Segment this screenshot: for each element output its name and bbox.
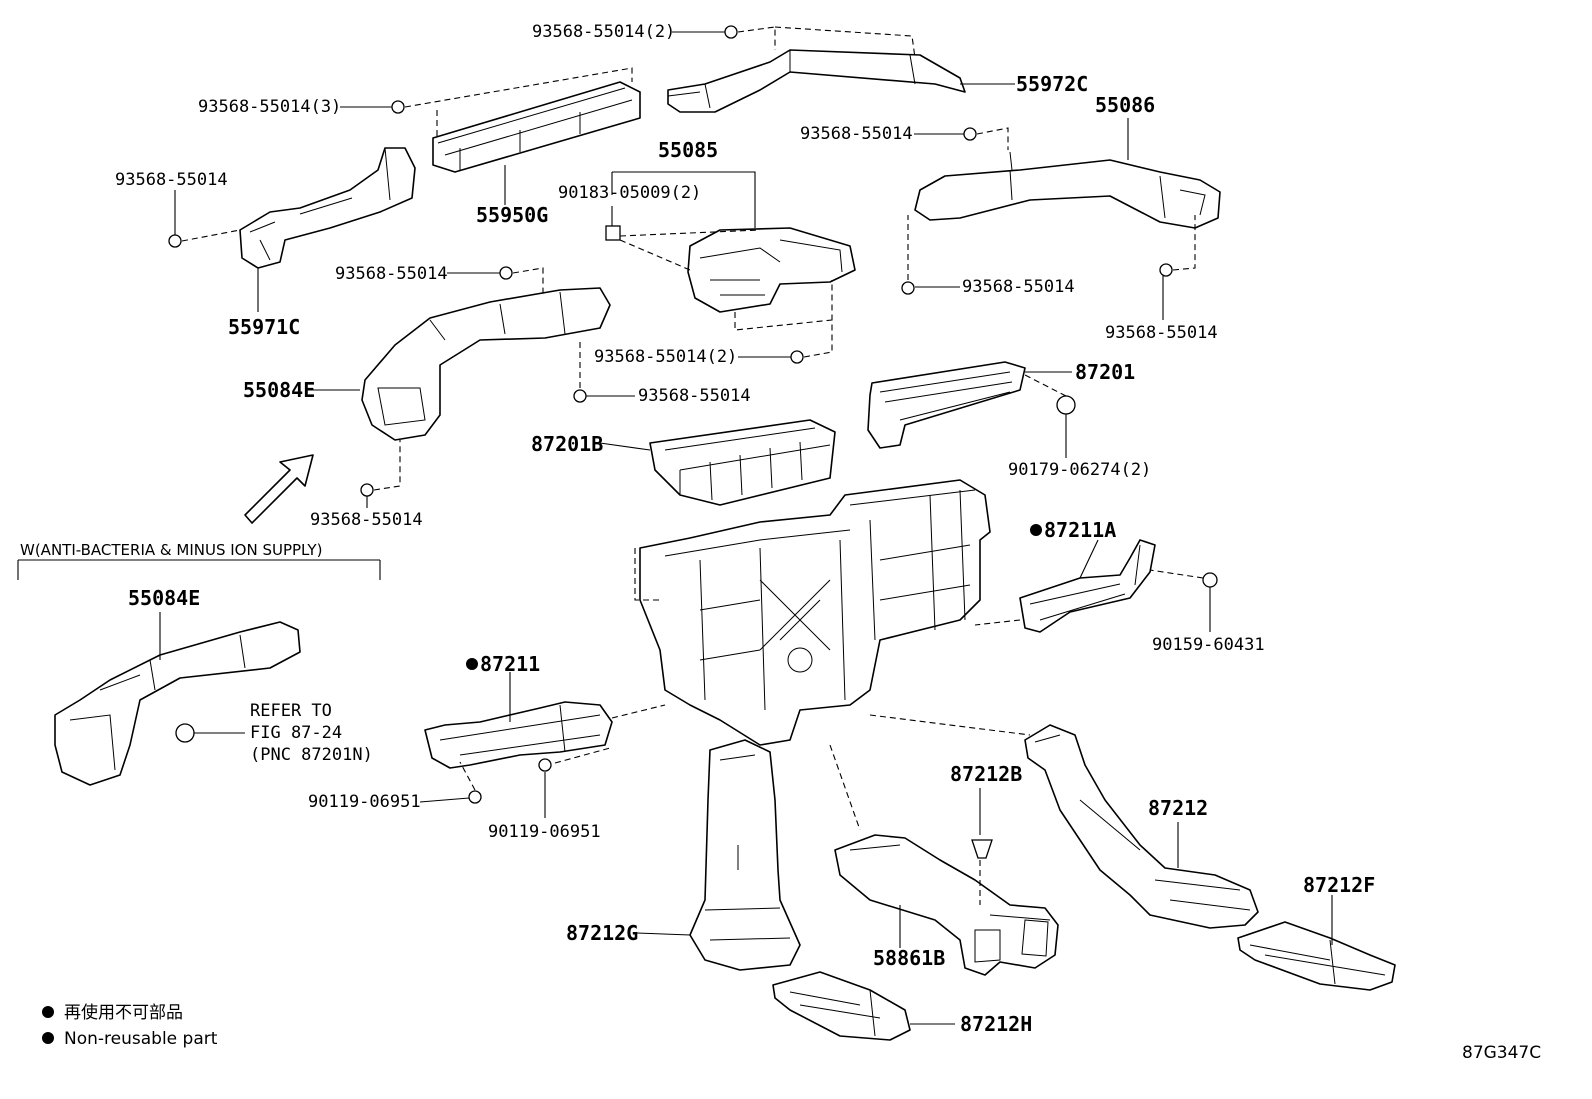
screw-icon bbox=[963, 127, 977, 141]
label-55084e-variant: 55084E bbox=[128, 586, 200, 610]
screw-icon bbox=[1159, 263, 1173, 277]
screw-icon bbox=[901, 281, 915, 295]
duct-55084e-variant bbox=[54, 621, 301, 786]
refer-line-2: FIG 87-24 bbox=[250, 723, 342, 743]
non-reusable-dot-icon bbox=[466, 658, 478, 670]
label-screw-mid-left: 93568-55014 bbox=[335, 264, 448, 284]
screw-icon bbox=[573, 389, 587, 403]
part-87211a bbox=[1019, 539, 1156, 633]
label-screw-bottom-left: 93568-55014 bbox=[310, 510, 423, 530]
duct-87212f bbox=[1237, 921, 1396, 991]
label-screw-far-right: 93568-55014 bbox=[1105, 323, 1218, 343]
clip-icon bbox=[605, 225, 621, 241]
screw-icon bbox=[499, 266, 513, 280]
refer-line-1: REFER TO bbox=[250, 701, 332, 721]
label-screw-3: 93568-55014(3) bbox=[198, 97, 341, 117]
hvac-unit bbox=[639, 479, 991, 746]
label-screw-90119-b: 90119-06951 bbox=[488, 822, 601, 842]
screw-icon bbox=[391, 100, 405, 114]
part-labels: 93568-55014(2) 55972C 55086 93568-55014(… bbox=[20, 22, 1375, 1036]
part-87211 bbox=[424, 701, 613, 769]
legend-dot-icon bbox=[42, 1032, 54, 1044]
label-87211a: 87211A bbox=[1044, 518, 1116, 542]
clip-icon bbox=[971, 839, 993, 859]
label-screw-right-top: 93568-55014 bbox=[800, 124, 913, 144]
figure-code: 87G347C bbox=[1462, 1043, 1541, 1063]
label-nut-90179: 90179-06274(2) bbox=[1008, 460, 1151, 480]
variant-header: W(ANTI-BACTERIA & MINUS ION SUPPLY) bbox=[20, 541, 322, 559]
label-87201b: 87201B bbox=[531, 432, 603, 456]
label-87212b: 87212B bbox=[950, 762, 1022, 786]
label-55972c: 55972C bbox=[1016, 72, 1088, 96]
label-55950g: 55950G bbox=[476, 203, 548, 227]
label-screw-top-2: 93568-55014(2) bbox=[532, 22, 675, 42]
label-87212g: 87212G bbox=[566, 921, 638, 945]
duct-55085 bbox=[687, 227, 856, 313]
duct-55950g bbox=[432, 81, 641, 173]
fastener-icons bbox=[168, 25, 1218, 859]
legend-dot-icon bbox=[42, 1006, 54, 1018]
refer-line-3: (PNC 87201N) bbox=[250, 745, 373, 765]
screw-icon bbox=[790, 350, 804, 364]
label-bolt-90159: 90159-60431 bbox=[1152, 635, 1265, 655]
label-screw-mid-2: 93568-55014(2) bbox=[594, 347, 737, 367]
label-55085: 55085 bbox=[658, 138, 718, 162]
label-87212: 87212 bbox=[1148, 796, 1208, 820]
duct-87212g bbox=[689, 739, 801, 971]
screw-icon bbox=[724, 25, 738, 39]
screw-icon bbox=[168, 234, 182, 248]
duct-55086 bbox=[914, 151, 1221, 229]
label-screw-mid: 93568-55014 bbox=[638, 386, 751, 406]
label-87212f: 87212F bbox=[1303, 873, 1375, 897]
register-87201 bbox=[867, 361, 1026, 449]
leader-lines bbox=[17, 31, 1333, 1025]
duct-87212 bbox=[1024, 724, 1259, 929]
screw-icon bbox=[538, 758, 552, 772]
duct-87212h bbox=[772, 971, 911, 1041]
label-87201: 87201 bbox=[1075, 360, 1135, 384]
bolt-icon bbox=[1202, 572, 1218, 588]
label-87212h: 87212H bbox=[960, 1012, 1032, 1036]
label-clip-90183: 90183-05009(2) bbox=[558, 183, 701, 203]
label-55084e: 55084E bbox=[243, 378, 315, 402]
label-55971c: 55971C bbox=[228, 315, 300, 339]
label-screw-right-low: 93568-55014 bbox=[962, 277, 1075, 297]
nut-icon bbox=[1056, 395, 1076, 415]
register-87201b bbox=[649, 419, 836, 506]
duct-58861b bbox=[834, 834, 1059, 976]
label-58861b: 58861B bbox=[873, 946, 945, 970]
legend: 再使用不可部品 Non-reusable part bbox=[42, 1002, 218, 1049]
duct-55084e bbox=[361, 287, 611, 441]
duct-55972c bbox=[667, 49, 966, 113]
label-screw-left: 93568-55014 bbox=[115, 170, 228, 190]
view-arrow-icon bbox=[244, 454, 314, 524]
label-55086: 55086 bbox=[1095, 93, 1155, 117]
non-reusable-dot-icon bbox=[1030, 524, 1042, 536]
assembly-lines bbox=[181, 26, 1204, 905]
label-87211: 87211 bbox=[480, 652, 540, 676]
label-screw-90119-a: 90119-06951 bbox=[308, 792, 421, 812]
connector-icon bbox=[175, 723, 195, 743]
screw-icon bbox=[360, 483, 374, 497]
legend-japanese: 再使用不可部品 bbox=[64, 1002, 183, 1023]
screw-icon bbox=[468, 790, 482, 804]
legend-english: Non-reusable part bbox=[64, 1029, 218, 1049]
duct-55971c bbox=[239, 147, 416, 269]
